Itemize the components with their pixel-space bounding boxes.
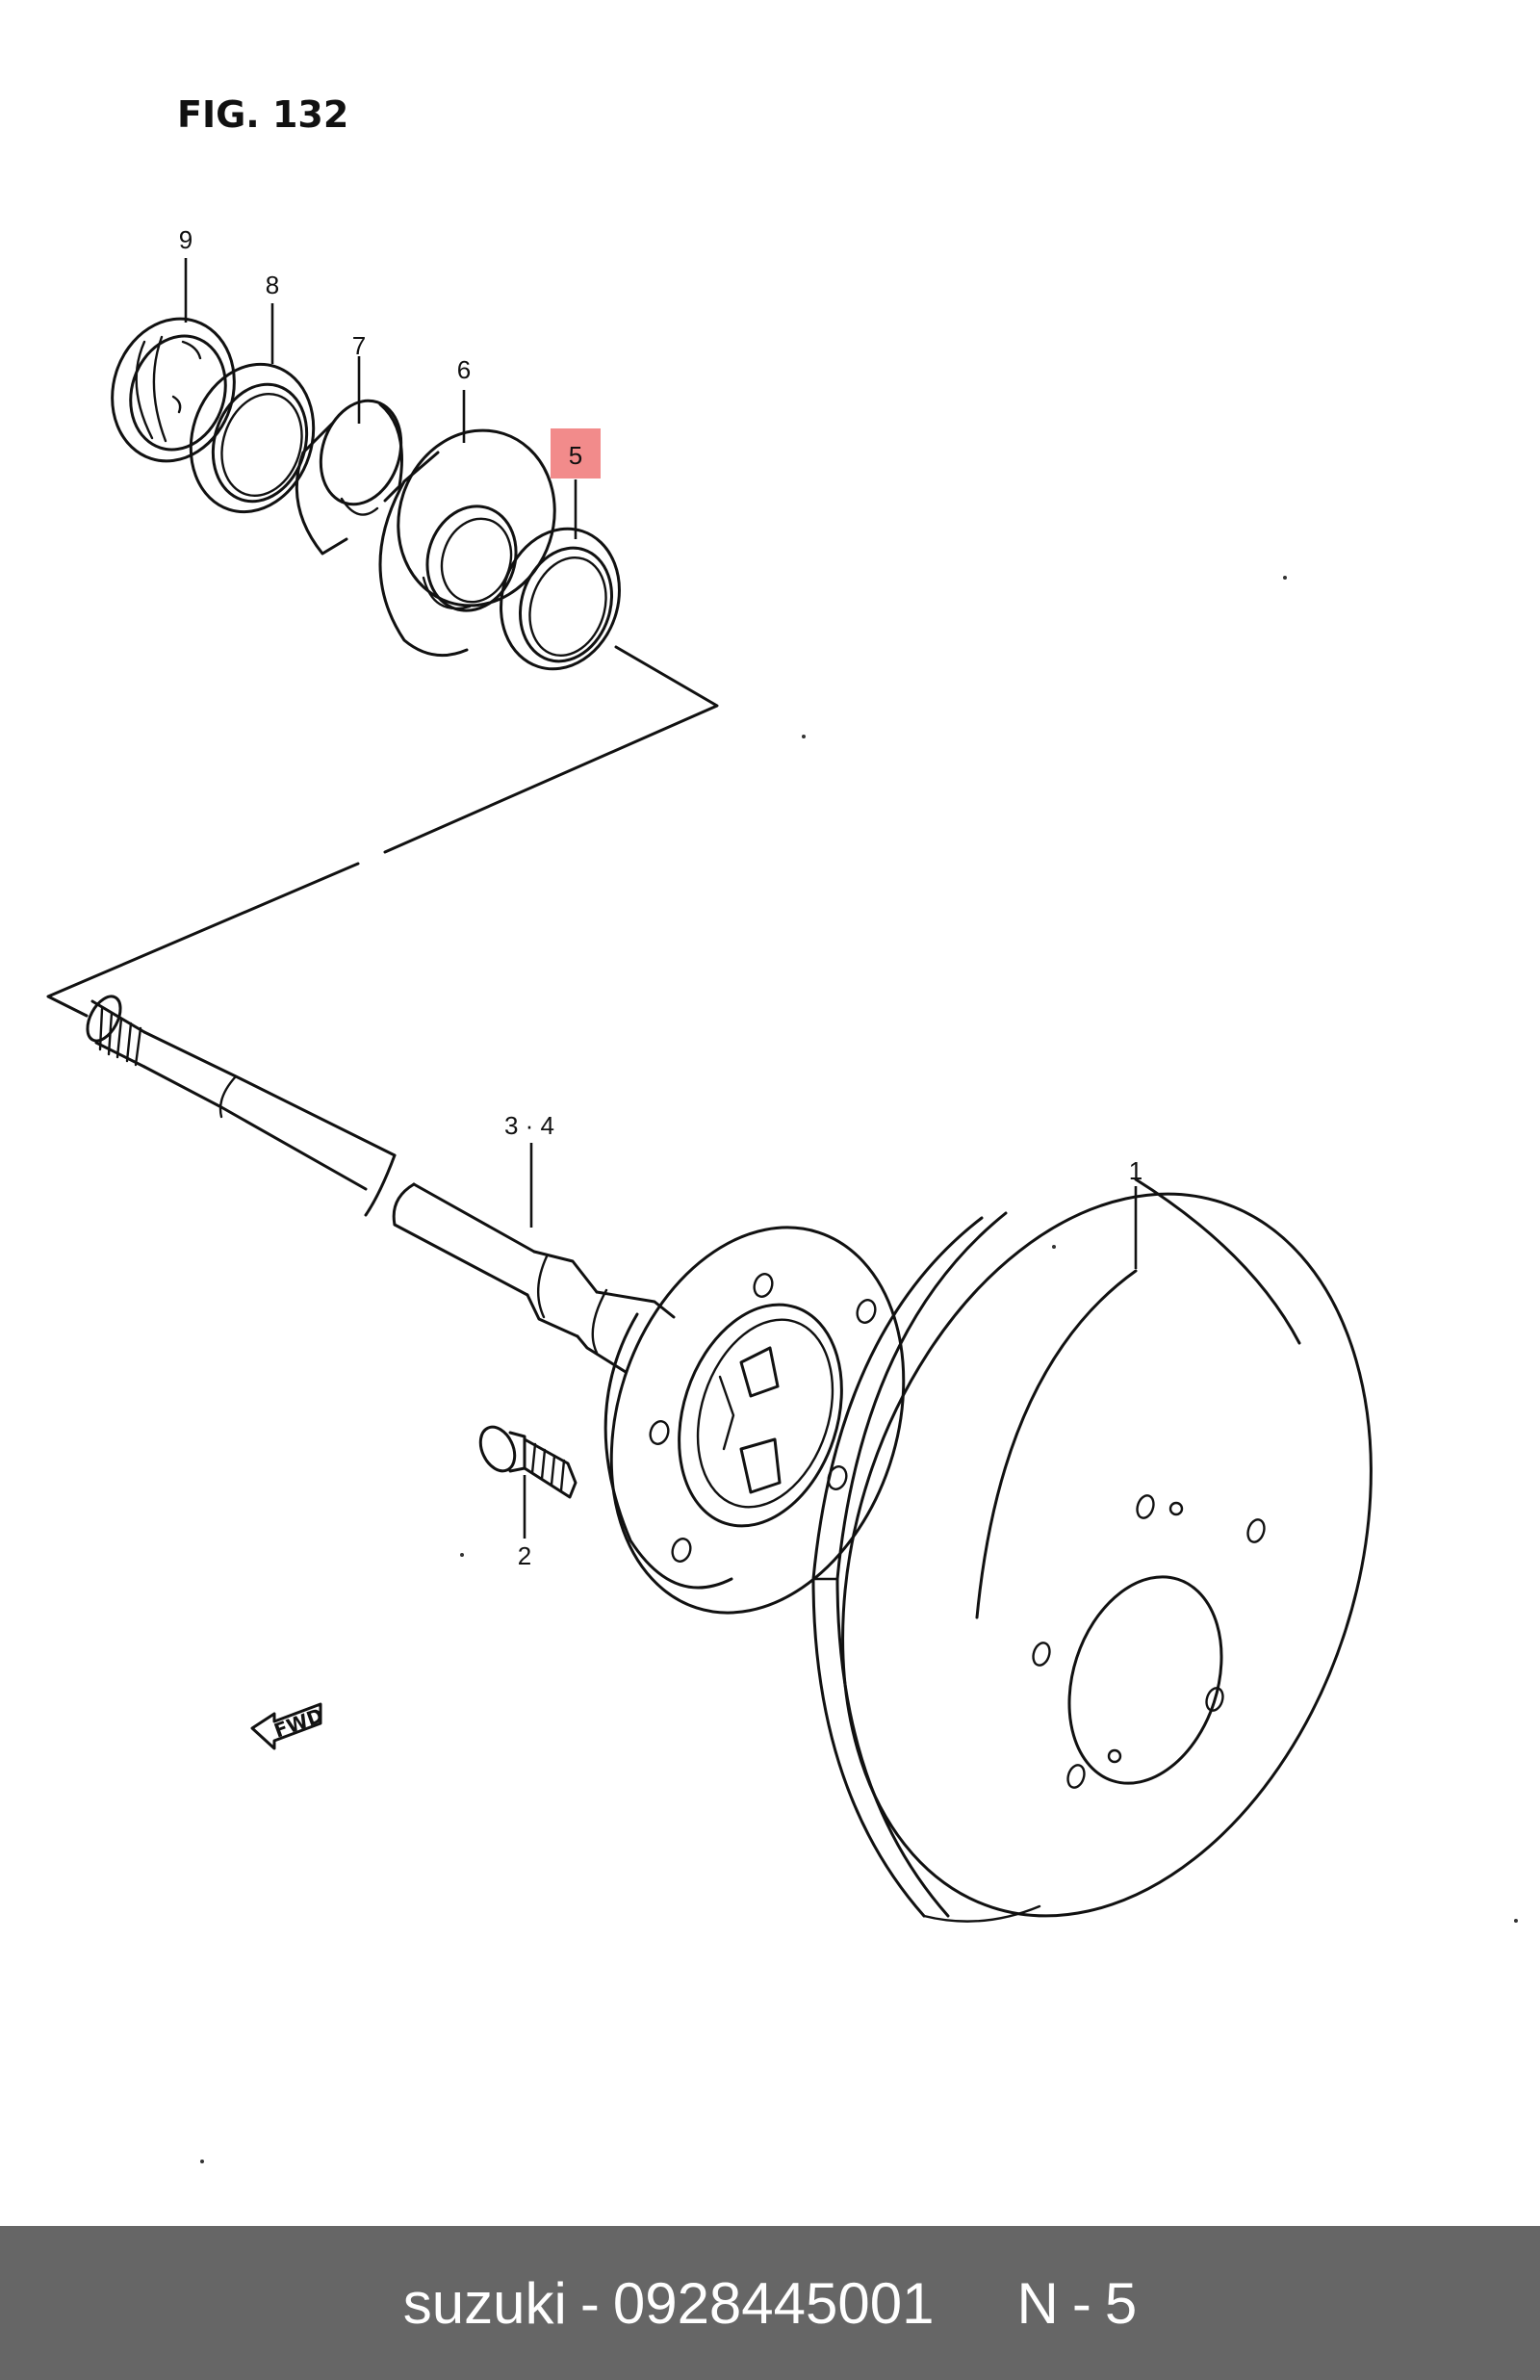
fwd-label: FWD (271, 1703, 326, 1742)
part-spacer (295, 399, 403, 556)
part-info-bar: suzuki - 0928445001 N - 5 (0, 2226, 1540, 2380)
position-label: N (1016, 2270, 1059, 2336)
brand-separator: - (579, 2270, 600, 2336)
part-retainer-ring (500, 527, 621, 671)
callout-8: 8 (266, 271, 279, 299)
callout-7: 7 (352, 331, 366, 360)
fwd-arrow-icon: FWD (250, 1702, 326, 1750)
callout-1: 1 (1129, 1156, 1142, 1185)
part-oil-seal (189, 362, 316, 514)
callout-9: 9 (179, 225, 192, 254)
part-seal-cap (111, 317, 236, 463)
part-brake-drum (811, 1177, 1373, 1923)
part-number: 0928445001 (612, 2270, 935, 2336)
callout-2: 2 (518, 1541, 531, 1570)
parts-diagram: FIG. 132 (46, 93, 1518, 2163)
assembly-bracket-line (46, 645, 719, 1018)
part-wheel-stud (478, 1425, 578, 1499)
position-value: 5 (1104, 2270, 1138, 2336)
part-axle-shaft (86, 995, 906, 1615)
callout-6: 6 (457, 355, 471, 384)
callout-3-4: 3 · 4 (504, 1111, 554, 1140)
highlight-box (551, 428, 601, 479)
figure-title: FIG. 132 (177, 93, 348, 136)
brand-label: suzuki (402, 2270, 567, 2336)
position-separator: - (1071, 2270, 1091, 2336)
part-bearing (378, 428, 556, 658)
callout-5: 5 (569, 441, 582, 470)
